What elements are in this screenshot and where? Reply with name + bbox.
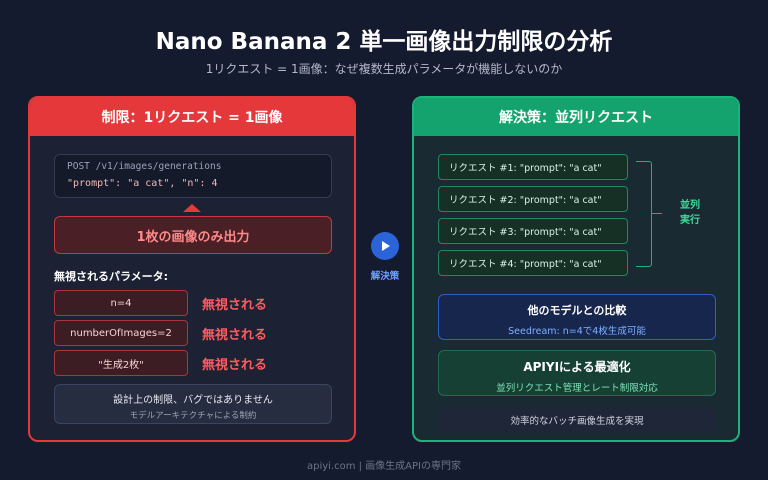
design-note-sub: モデルアーキテクチャによる制約 bbox=[129, 411, 257, 421]
batch-generation-note: 効率的なバッチ画像生成を実現 bbox=[438, 408, 716, 432]
param-status: 無視される bbox=[202, 357, 268, 373]
param-status: 無視される bbox=[202, 327, 268, 343]
design-note-main: 設計上の制限、バグではありません bbox=[113, 395, 273, 406]
model-comparison-box: 他のモデルとの比較 Seedream: n=4で4枚生成可能 bbox=[438, 294, 716, 340]
parallel-request-item: リクエスト #1: "prompt": "a cat" bbox=[438, 154, 628, 180]
request-code-box: POST /v1/images/generations "prompt": "a… bbox=[54, 154, 332, 198]
single-output-box: 1枚の画像のみ出力 bbox=[54, 216, 332, 254]
param-status: 無視される bbox=[202, 297, 268, 313]
limitation-header: 制限：1リクエスト = 1画像 bbox=[30, 98, 354, 136]
bracket-tick bbox=[652, 213, 662, 214]
comparison-detail: Seedream: n=4で4枚生成可能 bbox=[508, 326, 646, 337]
param-name: n=4 bbox=[54, 290, 188, 316]
solution-header: 解決策：並列リクエスト bbox=[414, 98, 738, 136]
parallel-label-line2: 実行 bbox=[680, 215, 700, 226]
page-title: Nano Banana 2 単一画像出力制限の分析 bbox=[155, 29, 613, 55]
request-endpoint: POST /v1/images/generations bbox=[67, 161, 222, 172]
ignored-params-heading: 無視されるパラメータ: bbox=[54, 270, 169, 283]
play-icon bbox=[371, 232, 399, 260]
parallel-request-item: リクエスト #4: "prompt": "a cat" bbox=[438, 250, 628, 276]
optimization-detail: 並列リクエスト管理とレート制限対応 bbox=[496, 383, 658, 394]
param-name: numberOfImages=2 bbox=[54, 320, 188, 346]
design-note-box: 設計上の制限、バグではありません モデルアーキテクチャによる制約 bbox=[54, 384, 332, 424]
page-subtitle: 1リクエスト = 1画像：なぜ複数生成パラメータが機能しないのか bbox=[205, 62, 563, 76]
param-name: "生成2枚" bbox=[54, 350, 188, 376]
solution-panel: 解決策：並列リクエスト リクエスト #1: "prompt": "a cat" … bbox=[412, 96, 740, 442]
optimization-title: APIYIによる最適化 bbox=[523, 360, 631, 374]
footer-credit: apiyi.com | 画像生成APIの専門家 bbox=[306, 461, 462, 472]
solution-arrow-label: 解決策 bbox=[370, 271, 400, 282]
parallel-request-item: リクエスト #3: "prompt": "a cat" bbox=[438, 218, 628, 244]
arrow-up-icon bbox=[183, 204, 201, 212]
parallel-label-line1: 並列 bbox=[680, 200, 700, 211]
bracket-icon bbox=[636, 161, 652, 267]
ignored-param-row: "生成2枚" 無視される bbox=[54, 350, 267, 376]
comparison-title: 他のモデルとの比較 bbox=[527, 304, 627, 317]
parallel-execution-label: 並列 実行 bbox=[678, 198, 702, 228]
limitation-panel: 制限：1リクエスト = 1画像 POST /v1/images/generati… bbox=[28, 96, 356, 442]
ignored-param-row: numberOfImages=2 無視される bbox=[54, 320, 267, 346]
parallel-request-item: リクエスト #2: "prompt": "a cat" bbox=[438, 186, 628, 212]
request-params: "prompt": "a cat", "n": 4 bbox=[67, 178, 218, 189]
apiyi-optimization-box: APIYIによる最適化 並列リクエスト管理とレート制限対応 bbox=[438, 350, 716, 396]
ignored-param-row: n=4 無視される bbox=[54, 290, 267, 316]
